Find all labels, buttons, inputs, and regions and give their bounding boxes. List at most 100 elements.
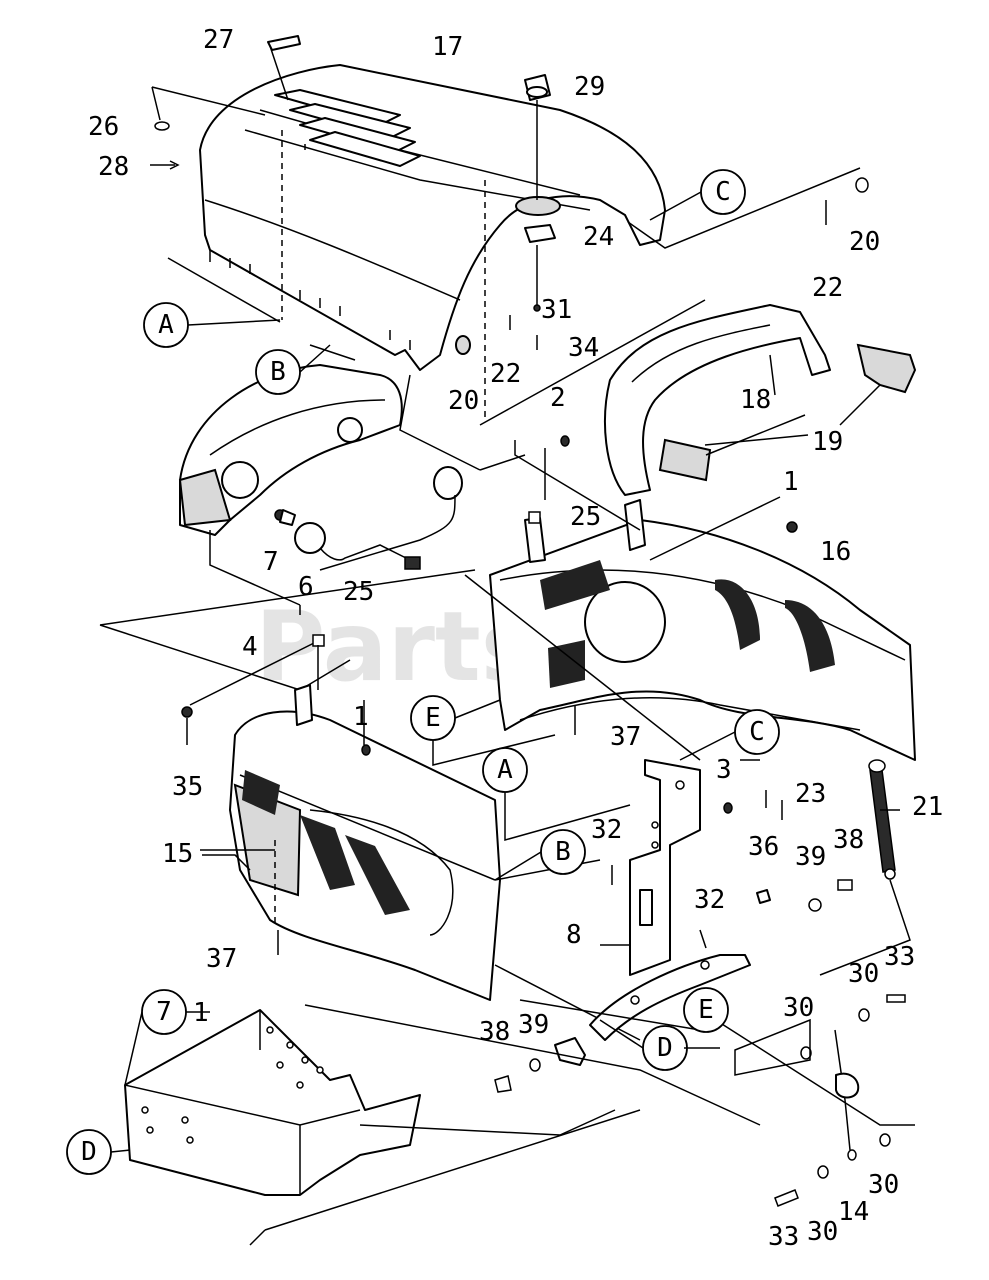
- callout-37-rear: 37: [610, 722, 641, 752]
- part-25-clip-left[interactable]: [312, 634, 325, 647]
- callout-32: 32: [591, 815, 622, 845]
- callout-23: 23: [795, 779, 826, 809]
- part-31-nut[interactable]: [533, 304, 541, 312]
- part-30-washer-a[interactable]: [858, 1008, 870, 1022]
- part-3-nut[interactable]: [723, 802, 733, 814]
- callout-37-front: 37: [206, 944, 237, 974]
- callout-26: 26: [88, 112, 119, 142]
- callout-30-c: 30: [868, 1170, 899, 1200]
- hood-cap-hole: [515, 196, 561, 216]
- ref-d-frame: D: [66, 1129, 112, 1175]
- part-35-screw[interactable]: [181, 706, 193, 718]
- leader-lines: [110, 191, 900, 1153]
- callout-39-left: 39: [518, 1010, 549, 1040]
- callout-25-left: 25: [343, 577, 374, 607]
- callout-29: 29: [574, 72, 605, 102]
- part-36-bushing[interactable]: [756, 889, 771, 904]
- part-7-bulb-socket[interactable]: [274, 509, 296, 526]
- ref-a-mid: A: [482, 747, 528, 793]
- part-33-pin-b[interactable]: [774, 1189, 799, 1207]
- part-38-bolt[interactable]: [837, 879, 853, 891]
- part-1-nut-right[interactable]: [786, 521, 798, 533]
- part-17-hood[interactable]: [199, 64, 666, 371]
- part-21-gas-strut[interactable]: [868, 759, 896, 880]
- part-33-pin-a[interactable]: [886, 994, 906, 1003]
- callout-1-left: 1: [353, 702, 369, 732]
- callout-labels: 27 17 29 26 28 24 22 20 31 34 22 20 18 2…: [88, 25, 943, 1252]
- ref-d-mid: D: [642, 1025, 688, 1071]
- callout-33-right: 33: [884, 942, 915, 972]
- part-29-cap[interactable]: [524, 74, 551, 101]
- callout-1-right: 1: [783, 467, 799, 497]
- part-2-nut[interactable]: [560, 435, 570, 447]
- ref-a-left: A: [143, 302, 189, 348]
- part-4-headlight-assembly[interactable]: [178, 364, 403, 536]
- callout-16: 16: [820, 537, 851, 567]
- callout-4: 4: [242, 632, 258, 662]
- callout-34: 34: [568, 333, 599, 363]
- callout-20: 20: [448, 386, 479, 416]
- callout-19: 19: [812, 427, 843, 457]
- callout-15: 15: [162, 839, 193, 869]
- callout-32-lower: 32: [694, 885, 725, 915]
- callout-8: 8: [566, 920, 582, 950]
- callout-33-lower: 33: [768, 1222, 799, 1252]
- ref-c-top: C: [700, 169, 746, 215]
- svg-text:B: B: [555, 837, 571, 867]
- part-16-body-panel[interactable]: [489, 499, 916, 761]
- part-30-washer-b[interactable]: [800, 1046, 812, 1060]
- callout-6: 6: [298, 572, 314, 602]
- svg-text:B: B: [270, 357, 286, 387]
- callout-18: 18: [740, 385, 771, 415]
- callout-27: 27: [203, 25, 234, 55]
- part-14-spring[interactable]: [834, 1029, 860, 1161]
- part-19-tape-a[interactable]: [856, 343, 917, 394]
- part-lever[interactable]: [554, 1037, 586, 1066]
- part-20-bushing[interactable]: [455, 335, 471, 355]
- part-30-washer-c[interactable]: [879, 1133, 891, 1147]
- part-19-tape-b[interactable]: [658, 438, 712, 482]
- ref-b-left: B: [255, 349, 301, 395]
- svg-text:D: D: [81, 1137, 97, 1167]
- callout-20-right: 20: [849, 227, 880, 257]
- hood-vents: [274, 89, 421, 167]
- callout-30-d: 30: [807, 1217, 838, 1247]
- part-32-pin-lower[interactable]: [699, 929, 707, 949]
- part-6-bulb[interactable]: [294, 466, 463, 571]
- svg-text:E: E: [425, 703, 441, 733]
- part-25-clip[interactable]: [528, 511, 541, 524]
- part-1-nut-left[interactable]: [361, 744, 371, 756]
- callout-22: 22: [490, 359, 521, 389]
- svg-text:E: E: [698, 995, 714, 1025]
- callout-28: 28: [98, 152, 129, 182]
- part-39-washer-left[interactable]: [529, 1058, 541, 1072]
- svg-text:7: 7: [156, 997, 172, 1027]
- callout-30-a: 30: [848, 959, 879, 989]
- frame-holes: [141, 1026, 324, 1144]
- front-vents: [242, 770, 410, 915]
- part-15-front-grille[interactable]: [229, 684, 501, 1001]
- callout-frame-1: 1: [193, 998, 209, 1028]
- ref-e-mid: E: [410, 695, 456, 741]
- callout-25-right: 25: [570, 502, 601, 532]
- callout-7: 7: [263, 547, 279, 577]
- part-26-clip[interactable]: [154, 121, 170, 131]
- part-27-emblem[interactable]: [267, 35, 301, 51]
- callout-2: 2: [550, 383, 566, 413]
- callout-22-right: 22: [812, 273, 843, 303]
- callout-35: 35: [172, 772, 203, 802]
- frame-7-1[interactable]: [124, 1009, 421, 1196]
- ref-7-frame: 7: [141, 989, 187, 1035]
- callout-30-b: 30: [783, 993, 814, 1023]
- svg-text:C: C: [749, 717, 765, 747]
- part-20-bushing-right[interactable]: [855, 177, 869, 193]
- callout-39-right: 39: [795, 842, 826, 872]
- part-8-bracket[interactable]: [629, 759, 701, 976]
- part-39-washer[interactable]: [808, 898, 822, 912]
- part-18-fender[interactable]: [604, 304, 831, 496]
- part-24-bracket[interactable]: [524, 224, 556, 243]
- callout-24: 24: [583, 222, 614, 252]
- part-38-bolt-left[interactable]: [494, 1075, 512, 1093]
- part-30-washer-d[interactable]: [817, 1165, 829, 1179]
